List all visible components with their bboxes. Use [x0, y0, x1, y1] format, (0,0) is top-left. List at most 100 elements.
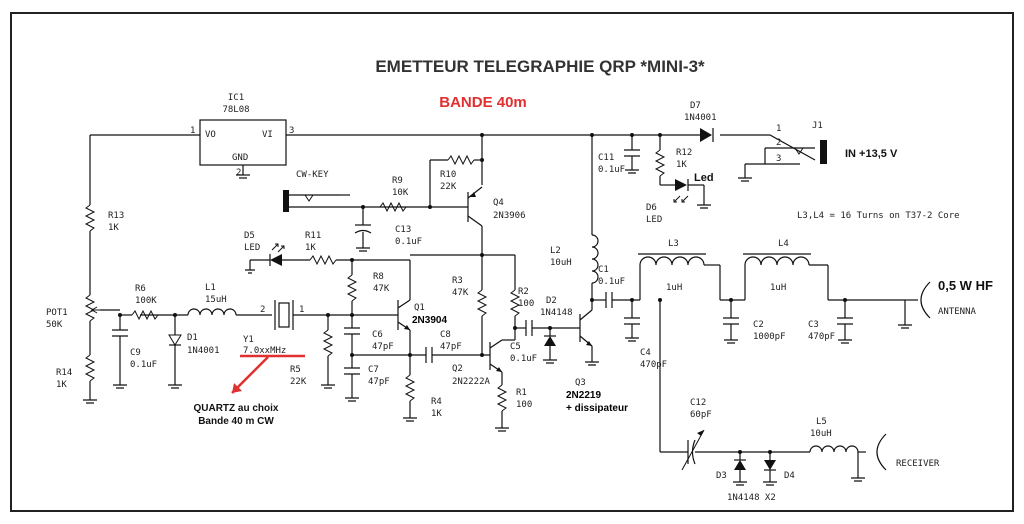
svg-text:1N4001: 1N4001	[684, 113, 717, 123]
svg-text:47pF: 47pF	[368, 377, 390, 387]
svg-text:3: 3	[776, 154, 781, 164]
svg-text:1: 1	[299, 305, 304, 315]
svg-text:C5: C5	[510, 342, 521, 352]
l3: L3 1uH	[638, 239, 720, 300]
schematic-frame	[10, 12, 1014, 512]
svg-text:R6: R6	[135, 284, 146, 294]
svg-text:J1: J1	[812, 121, 823, 131]
svg-text:C4: C4	[640, 348, 651, 358]
svg-text:C1: C1	[598, 265, 609, 275]
c1: C1 0.1uF	[598, 265, 625, 308]
r3: R3 47K	[452, 276, 488, 317]
svg-text:C11: C11	[598, 153, 614, 163]
svg-text:C13: C13	[395, 225, 411, 235]
c7: C7 47pF	[344, 365, 390, 387]
r8: R8 47K	[346, 260, 390, 315]
svg-text:2N2219: 2N2219	[566, 390, 601, 401]
svg-text:POT1: POT1	[46, 308, 68, 318]
ic1-pin-gnd: GND	[232, 153, 248, 163]
c9: C9 0.1uF	[112, 329, 157, 370]
q1-transistor: Q1 2N3904	[397, 299, 447, 331]
d4: D4	[763, 452, 795, 486]
d6-led: D6 LED	[646, 179, 711, 225]
c3: C3 470pF	[808, 300, 853, 344]
svg-text:R10: R10	[440, 170, 456, 180]
r14: R14 1K	[56, 354, 96, 390]
svg-text:22K: 22K	[440, 182, 457, 192]
svg-text:L4: L4	[778, 239, 789, 249]
svg-text:D2: D2	[546, 296, 557, 306]
ic1-pin3: 3	[289, 126, 294, 136]
band-label: BANDE 40m	[439, 94, 527, 111]
c2: C2 1000pF	[723, 300, 786, 344]
ic1-ref: IC1	[228, 93, 244, 103]
svg-text:10K: 10K	[392, 188, 409, 198]
svg-text:D1: D1	[187, 333, 198, 343]
svg-text:15uH: 15uH	[205, 295, 227, 305]
svg-text:L1: L1	[205, 283, 216, 293]
svg-text:ANTENNA: ANTENNA	[938, 307, 977, 317]
svg-text:2: 2	[776, 138, 781, 148]
antenna-connector: ANTENNA	[898, 281, 977, 329]
svg-text:7.0xxMHz: 7.0xxMHz	[243, 346, 286, 356]
output-power: 0,5 W HF	[938, 278, 993, 293]
svg-text:100: 100	[518, 299, 534, 309]
title: EMETTEUR TELEGRAPHIE QRP *MINI-3*	[375, 57, 705, 76]
svg-text:10uH: 10uH	[810, 429, 832, 439]
svg-text:Q4: Q4	[493, 198, 504, 208]
svg-text:0.1uF: 0.1uF	[598, 165, 625, 175]
svg-text:L3: L3	[668, 239, 679, 249]
svg-text:0.1uF: 0.1uF	[130, 360, 157, 370]
svg-text:R3: R3	[452, 276, 463, 286]
svg-text:C2: C2	[753, 320, 764, 330]
svg-text:D6: D6	[646, 203, 657, 213]
svg-text:CW-KEY: CW-KEY	[296, 170, 329, 180]
svg-text:47pF: 47pF	[440, 342, 462, 352]
ic1-pin2: 2	[236, 168, 241, 178]
svg-text:0.1uF: 0.1uF	[598, 277, 625, 287]
ic1-pin-vo: VO	[205, 130, 216, 140]
svg-text:1K: 1K	[56, 380, 67, 390]
svg-text:C9: C9	[130, 348, 141, 358]
svg-text:47pF: 47pF	[372, 342, 394, 352]
r2: R2 100	[509, 287, 534, 317]
svg-text:Q1: Q1	[414, 303, 425, 313]
ic1-part: 78L08	[222, 105, 249, 115]
svg-text:22K: 22K	[290, 377, 307, 387]
svg-text:C8: C8	[440, 330, 451, 340]
svg-text:0.1uF: 0.1uF	[510, 354, 537, 364]
led-label: Led	[694, 172, 714, 184]
svg-text:D5: D5	[244, 231, 255, 241]
r11: R11 1K	[305, 231, 337, 266]
c13: C13 0.1uF	[354, 224, 422, 252]
r5: R5 22K	[290, 315, 335, 389]
r9: R9 10K	[379, 176, 409, 213]
svg-text:47K: 47K	[373, 284, 390, 294]
c8: C8 47pF	[425, 330, 462, 363]
svg-text:R8: R8	[373, 272, 384, 282]
svg-text:1uH: 1uH	[666, 283, 682, 293]
supply-label: IN +13,5 V	[845, 148, 898, 160]
svg-text:R4: R4	[431, 397, 442, 407]
svg-text:0.1uF: 0.1uF	[395, 237, 422, 247]
svg-text:R2: R2	[518, 287, 529, 297]
r1: R1 100	[495, 384, 532, 432]
svg-text:C6: C6	[372, 330, 383, 340]
svg-text:D4: D4	[784, 471, 795, 481]
d2: D2 1N4148	[540, 296, 573, 364]
r12: R12 1K	[654, 133, 692, 185]
svg-text:C12: C12	[690, 398, 706, 408]
q4-transistor: Q4 2N3906	[430, 186, 526, 227]
y1-crystal: 2 1 Y1 7.0xxMHz	[231, 300, 305, 394]
q3-transistor: Q3 2N2219 + dissipateur	[566, 309, 628, 414]
coil-note: L3,L4 = 16 Turns on T37-2 Core	[797, 211, 960, 221]
r4: R4 1K	[403, 355, 442, 422]
svg-text:1uH: 1uH	[770, 283, 786, 293]
svg-text:R5: R5	[290, 365, 301, 375]
svg-text:100: 100	[516, 400, 532, 410]
svg-text:R12: R12	[676, 148, 692, 158]
svg-text:60pF: 60pF	[690, 410, 712, 420]
svg-text:C3: C3	[808, 320, 819, 330]
pot1: POT1 50K	[46, 294, 100, 330]
